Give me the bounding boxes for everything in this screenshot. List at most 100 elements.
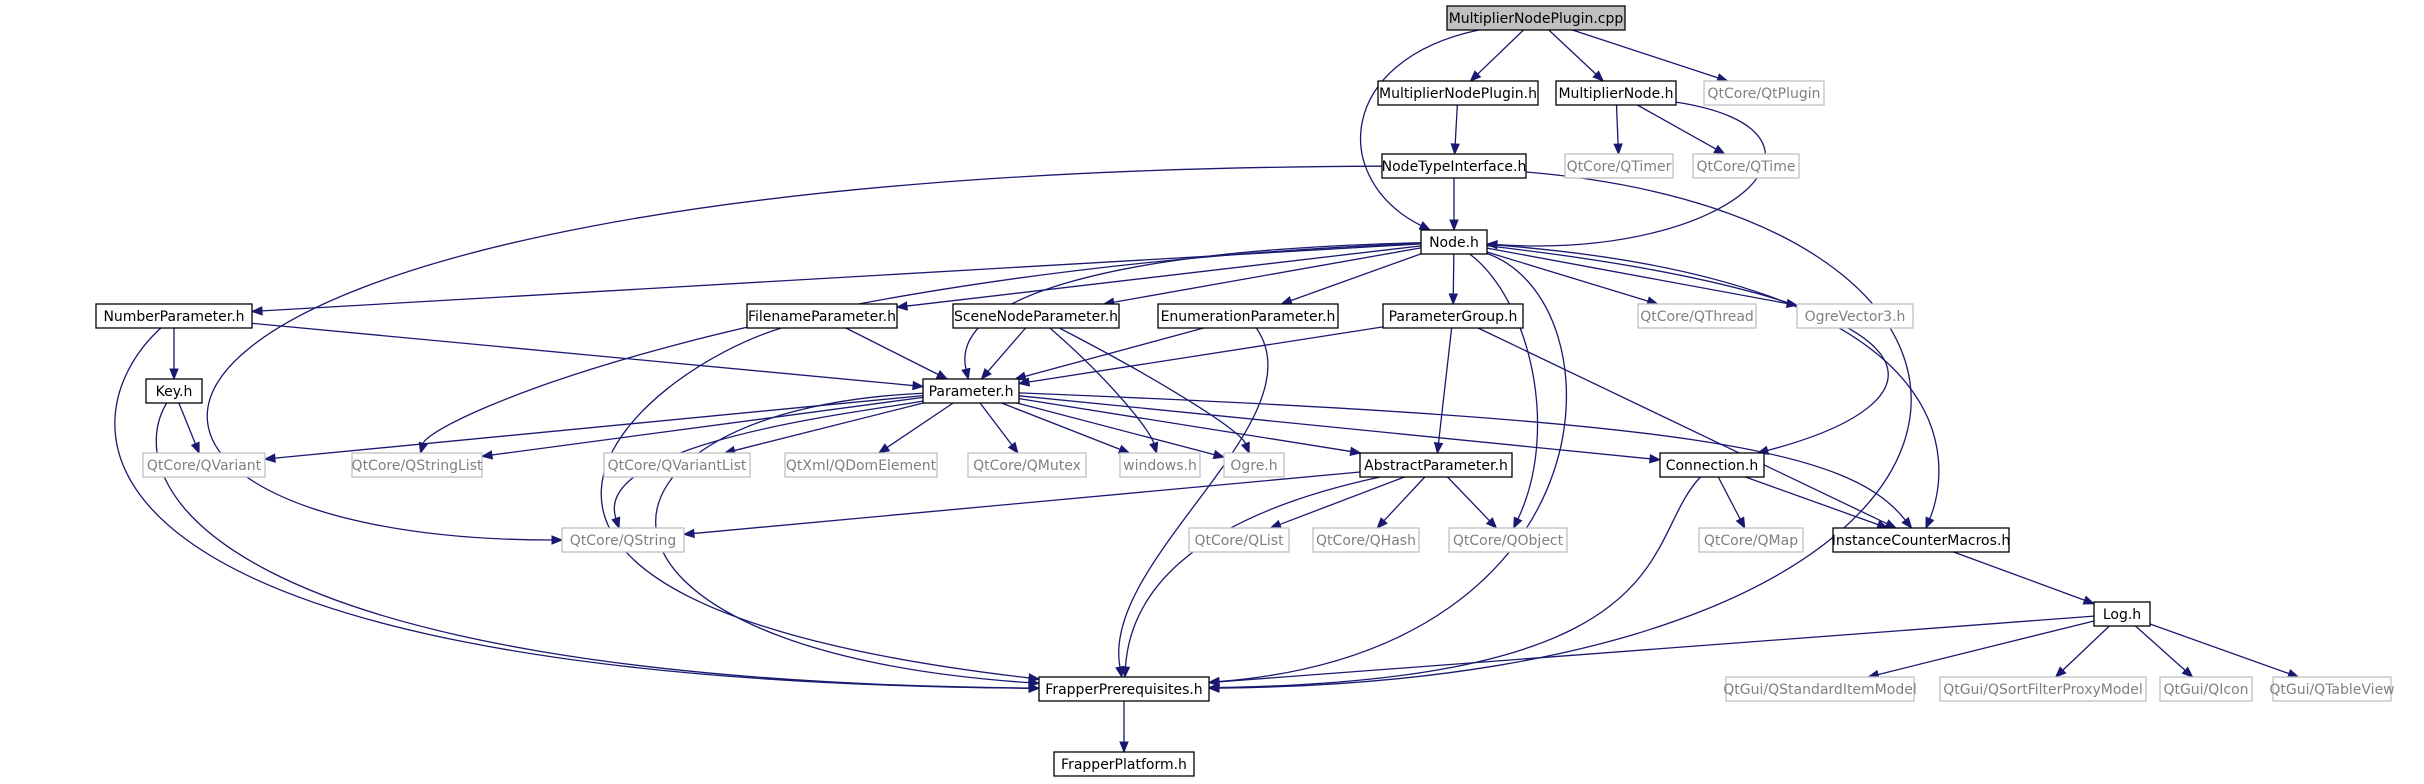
node-label: QtGui/QTableView bbox=[2269, 682, 2394, 698]
node-box bbox=[1796, 303, 1914, 329]
node-fplat[interactable]: FrapperPlatform.h bbox=[1053, 751, 1195, 777]
edge-arrowhead bbox=[2286, 669, 2300, 678]
edge-arrowhead bbox=[980, 367, 992, 381]
edge-paramgroup-to-param bbox=[1017, 326, 1384, 387]
node-numparam[interactable]: NumberParameter.h bbox=[95, 303, 253, 329]
node-nti[interactable]: NodeTypeInterface.h bbox=[1381, 153, 1527, 179]
edge-arrowhead bbox=[551, 535, 564, 545]
edge-param-to-fprereq bbox=[655, 392, 1041, 688]
edge-absparam-to-qstring bbox=[682, 471, 1361, 539]
node-enumparam[interactable]: EnumerationParameter.h bbox=[1157, 303, 1339, 329]
edge-numparam-to-fprereq bbox=[114, 327, 1041, 693]
edge-arrowhead bbox=[1240, 441, 1250, 455]
node-label: QtCore/QString bbox=[570, 533, 676, 549]
edge-line bbox=[886, 402, 954, 448]
edge-sceneparam-to-windows bbox=[1049, 327, 1159, 455]
node-param[interactable]: Parameter.h bbox=[922, 378, 1020, 404]
node-keyh[interactable]: Key.h bbox=[145, 378, 203, 404]
node-icm[interactable]: InstanceCounterMacros.h bbox=[1832, 527, 2010, 553]
node-box bbox=[1157, 303, 1339, 329]
edge-line bbox=[734, 402, 924, 452]
node-label: EnumerationParameter.h bbox=[1161, 309, 1336, 325]
edge-root-to-mnph bbox=[1469, 29, 1524, 82]
edge-enumparam-to-param bbox=[1014, 327, 1204, 381]
node-box bbox=[1939, 676, 2147, 702]
edge-conn-to-qmap bbox=[1717, 476, 1746, 530]
node-box bbox=[1832, 527, 2010, 553]
edge-line bbox=[1118, 327, 1269, 668]
node-box bbox=[1381, 153, 1527, 179]
edge-line bbox=[1218, 171, 1912, 689]
node-box bbox=[1223, 452, 1285, 478]
node-label: QtCore/QList bbox=[1194, 533, 1284, 549]
edge-line bbox=[1486, 243, 1940, 520]
edge-arrowhead bbox=[263, 453, 276, 463]
edge-arrowhead bbox=[1120, 666, 1131, 679]
edge-line bbox=[1218, 476, 1701, 689]
edge-log-to-qtv bbox=[2149, 623, 2300, 678]
edge-paramgroup-to-absparam bbox=[1433, 327, 1453, 455]
edge-arrowhead bbox=[1017, 377, 1031, 387]
node-absparam[interactable]: AbstractParameter.h bbox=[1359, 452, 1513, 478]
node-sceneparam[interactable]: SceneNodeParameter.h bbox=[952, 303, 1120, 329]
edge-line bbox=[845, 327, 939, 376]
node-qtimer: QtCore/QTimer bbox=[1564, 153, 1674, 179]
node-mnph[interactable]: MultiplierNodePlugin.h bbox=[1377, 80, 1539, 106]
edge-line bbox=[655, 392, 1030, 684]
edge-line bbox=[906, 245, 1422, 307]
edge-line bbox=[1486, 245, 1889, 452]
node-label: OgreVector3.h bbox=[1805, 309, 1906, 325]
node-box bbox=[1692, 153, 1800, 179]
node-box bbox=[1188, 527, 1290, 553]
edge-nti-to-node bbox=[1449, 178, 1459, 232]
edges-layer bbox=[114, 29, 2300, 754]
node-fileparam[interactable]: FilenameParameter.h bbox=[746, 303, 898, 329]
node-box bbox=[1703, 80, 1825, 106]
node-fprereq[interactable]: FrapperPrerequisites.h bbox=[1038, 676, 1210, 702]
edge-arrowhead bbox=[1212, 449, 1226, 460]
node-label: QtCore/QThread bbox=[1640, 309, 1754, 325]
node-label: QtCore/QTime bbox=[1697, 159, 1796, 175]
node-box bbox=[1119, 452, 1201, 478]
node-box bbox=[145, 378, 203, 404]
edge-arrowhead bbox=[1269, 519, 1283, 529]
node-box bbox=[95, 303, 253, 329]
node-qstring: QtCore/QString bbox=[561, 527, 685, 553]
edge-arrowhead bbox=[1713, 144, 1726, 155]
edge-line bbox=[491, 396, 924, 456]
edge-arrowhead bbox=[1450, 143, 1460, 156]
edge-line bbox=[1717, 476, 1741, 520]
node-log[interactable]: Log.h bbox=[2093, 601, 2151, 627]
edge-line bbox=[1615, 104, 1619, 145]
node-paramgroup[interactable]: ParameterGroup.h bbox=[1382, 303, 1524, 329]
edge-icm-to-log bbox=[1953, 551, 2096, 605]
edge-mnph-to-nti bbox=[1450, 104, 1460, 156]
edge-conn-to-fprereq bbox=[1207, 476, 1701, 693]
edge-arrowhead bbox=[877, 443, 891, 454]
node-box bbox=[746, 303, 898, 329]
node-qvariantlist: QtCore/QVariantList bbox=[603, 452, 751, 478]
node-root[interactable]: MultiplierNodePlugin.cpp bbox=[1446, 5, 1626, 31]
edge-line bbox=[178, 402, 196, 444]
node-box bbox=[784, 452, 938, 478]
edge-arrowhead bbox=[1901, 516, 1913, 530]
node-label: InstanceCounterMacros.h bbox=[1832, 533, 2010, 549]
edge-node-to-qobject bbox=[1469, 253, 1539, 530]
node-box bbox=[1725, 676, 1915, 702]
node-mnh[interactable]: MultiplierNode.h bbox=[1555, 80, 1677, 106]
edge-line bbox=[1548, 29, 1597, 75]
edge-conn-to-icm bbox=[1745, 476, 1889, 529]
edge-line bbox=[1452, 253, 1455, 295]
node-node[interactable]: Node.h bbox=[1420, 229, 1488, 255]
node-box bbox=[142, 452, 266, 478]
edge-arrowhead bbox=[1513, 516, 1523, 530]
edge-line bbox=[1028, 326, 1384, 383]
edge-line bbox=[1953, 551, 2085, 601]
node-ogrevec: OgreVector3.h bbox=[1796, 303, 1914, 329]
node-conn[interactable]: Connection.h bbox=[1659, 452, 1765, 478]
node-box bbox=[1564, 153, 1674, 179]
node-box bbox=[1698, 527, 1804, 553]
node-label: Log.h bbox=[2103, 607, 2141, 623]
edge-arrowhead bbox=[1207, 677, 1220, 687]
node-label: QtGui/QSortFilterProxyModel bbox=[1943, 682, 2143, 698]
